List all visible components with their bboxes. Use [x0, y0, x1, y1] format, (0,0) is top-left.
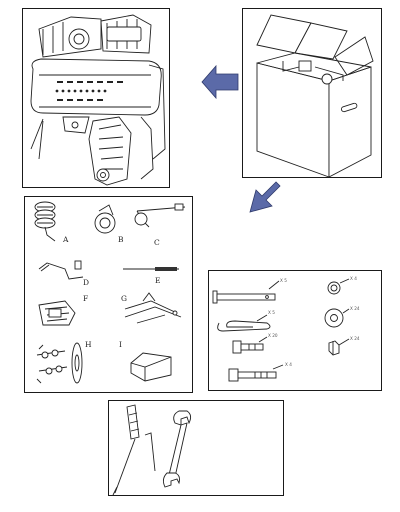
part-c-bracket-icon	[134, 203, 186, 228]
bolt-icon	[232, 336, 268, 354]
part-e-label: E	[155, 276, 160, 285]
part-a-label: A	[62, 235, 69, 244]
nut-icon	[328, 338, 350, 356]
tools-panel	[108, 400, 284, 496]
part-g-cable-icon	[124, 292, 182, 324]
long-bolt-icon	[228, 364, 284, 382]
part-i-box-icon	[130, 352, 172, 382]
part-i-label: I	[119, 340, 122, 349]
screwdriver-icon	[112, 404, 140, 496]
long-pin-icon	[212, 280, 280, 304]
part-b-wheel-icon	[94, 204, 116, 234]
part-g-label: G	[121, 294, 127, 303]
small-washer-icon	[327, 278, 350, 295]
r-clip-icon	[217, 314, 271, 332]
part-d-label: D	[83, 278, 89, 287]
arrow-left-shape	[201, 64, 239, 100]
part-a-tine-rotor-icon	[34, 201, 56, 242]
arrow-down-left-shape	[249, 181, 281, 213]
shipping-box-drawing	[256, 14, 374, 178]
part-f-label: F	[83, 294, 88, 303]
part-c-label: C	[154, 238, 160, 247]
parts-panel: A B C D E	[24, 196, 193, 393]
hardware-drawing: X 5 X 5 X 20 X 4 X 4	[212, 276, 360, 382]
parts-drawing: A B C D E	[34, 201, 186, 384]
hex-key-icon	[144, 432, 156, 472]
bolt-qty: X 20	[268, 333, 278, 338]
long-bolt-qty: X 4	[285, 362, 292, 367]
part-d-crank-icon	[38, 260, 84, 280]
flat-washer-icon	[324, 308, 350, 328]
part-e-rod-icon	[123, 267, 179, 271]
engine-panel	[22, 8, 170, 188]
box-panel	[242, 8, 382, 178]
long-pin-qty: X 5	[280, 278, 287, 283]
small-washer-qty: X 4	[350, 276, 357, 281]
part-h-label: H	[85, 340, 92, 349]
hardware-panel: X 5 X 5 X 20 X 4 X 4	[208, 270, 382, 391]
part-h-discs-icon	[36, 342, 83, 384]
part-b-label: B	[118, 235, 124, 244]
part-f-guard-plate-icon	[38, 300, 76, 326]
nut-qty: X 24	[350, 336, 360, 341]
flat-washer-qty: X 24	[350, 306, 360, 311]
wrench-icon	[162, 410, 192, 488]
r-clip-qty: X 5	[268, 310, 275, 315]
tools-drawing	[112, 404, 192, 496]
engine-assembly-drawing	[30, 14, 166, 186]
